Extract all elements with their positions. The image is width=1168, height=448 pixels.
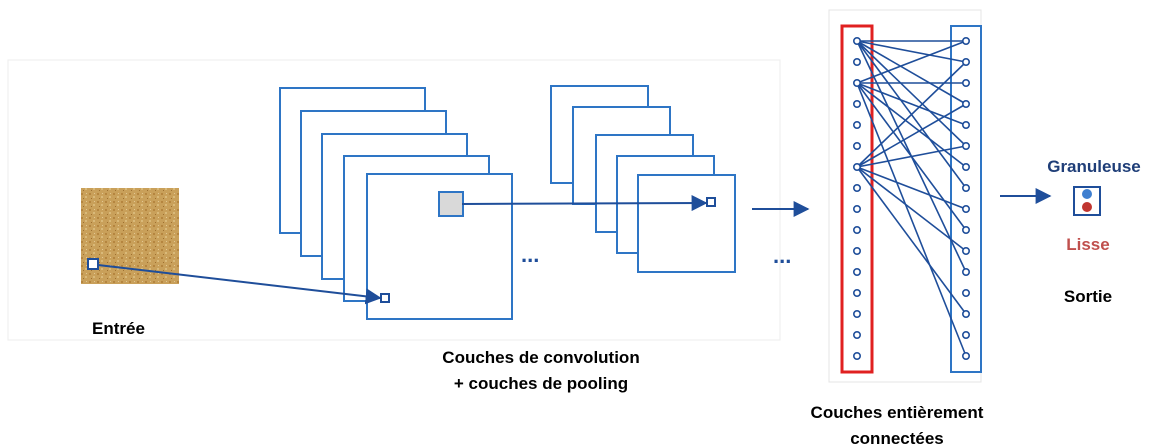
fc-neuron-left — [852, 351, 861, 360]
fc-neuron-right — [961, 163, 970, 172]
fc-neuron-left — [852, 267, 861, 276]
fc-neuron-left — [852, 79, 861, 88]
input-patch — [87, 258, 99, 270]
ellipsis-before-fc: ... — [773, 243, 791, 268]
fc-neuron-left — [852, 100, 861, 109]
fc-neuron-left — [852, 288, 861, 297]
conv-stack-1 — [279, 87, 513, 320]
fc-neuron-right — [961, 79, 970, 88]
output-dot-granuleuse — [1082, 189, 1092, 199]
fc-connection — [856, 40, 967, 105]
fc-neuron-left — [852, 330, 861, 339]
fc-neuron-left — [852, 36, 861, 45]
fc-neuron-left — [852, 142, 861, 151]
fc-neuron-right — [961, 226, 970, 235]
fc-neuron-left — [852, 309, 861, 318]
fc-connection — [856, 166, 967, 252]
output-caption: Sortie — [1064, 287, 1112, 306]
fc-layer-right — [950, 25, 982, 373]
fc-connection — [856, 40, 967, 63]
fc-neurons — [852, 36, 970, 360]
pooling-window — [438, 191, 464, 217]
conv-label-line2: + couches de pooling — [454, 374, 628, 393]
fc-label-line2: connectées — [850, 429, 944, 448]
pooled-target — [706, 197, 716, 207]
fc-neuron-right — [961, 309, 970, 318]
fc-neuron-right — [961, 121, 970, 130]
fc-connections — [856, 40, 967, 357]
conv-to-pool-arrow — [461, 195, 708, 212]
fc-connection — [856, 103, 967, 168]
ellipsis-between-stacks: ... — [521, 242, 539, 267]
fc-connection — [856, 166, 967, 315]
fc-neuron-right — [961, 184, 970, 193]
fc-connection — [856, 40, 967, 84]
fc-connection — [856, 61, 967, 168]
fc-neuron-left — [852, 57, 861, 66]
fc-neuron-right — [961, 36, 970, 45]
fc-neuron-right — [961, 205, 970, 214]
input-to-conv-arrow — [97, 264, 382, 305]
feature-map — [366, 173, 513, 320]
fc-neuron-left — [852, 163, 861, 172]
conv-label-line1: Couches de convolution — [442, 348, 639, 367]
fc-neuron-right — [961, 247, 970, 256]
fc-neuron-left — [852, 184, 861, 193]
fc-neuron-right — [961, 57, 970, 66]
fc-neuron-right — [961, 351, 970, 360]
fc-label-line1: Couches entièrement — [811, 403, 984, 422]
fc-neuron-right — [961, 288, 970, 297]
fc-connection — [856, 166, 967, 210]
fc-connection — [856, 40, 967, 147]
output-dot-lisse — [1082, 202, 1092, 212]
output-class-granuleuse: Granuleuse — [1047, 157, 1141, 176]
fc-neuron-right — [961, 330, 970, 339]
fc-neuron-right — [961, 142, 970, 151]
fc-connection — [856, 82, 967, 357]
fc-layer-left — [840, 24, 874, 374]
conv-stack-2 — [550, 85, 736, 273]
fc-neuron-left — [852, 247, 861, 256]
input-label: Entrée — [92, 319, 145, 338]
fc-connection — [856, 145, 967, 168]
fc-neuron-left — [852, 226, 861, 235]
fc-connection — [856, 82, 967, 126]
fc-connection — [856, 82, 967, 168]
fc-panel — [828, 9, 982, 383]
fc-neuron-right — [961, 267, 970, 276]
feature-map — [637, 174, 736, 273]
output-class-lisse: Lisse — [1066, 235, 1109, 254]
fc-neuron-left — [852, 121, 861, 130]
fc-neuron-left — [852, 205, 861, 214]
conv-kernel-target — [380, 293, 390, 303]
fc-neuron-right — [961, 100, 970, 109]
